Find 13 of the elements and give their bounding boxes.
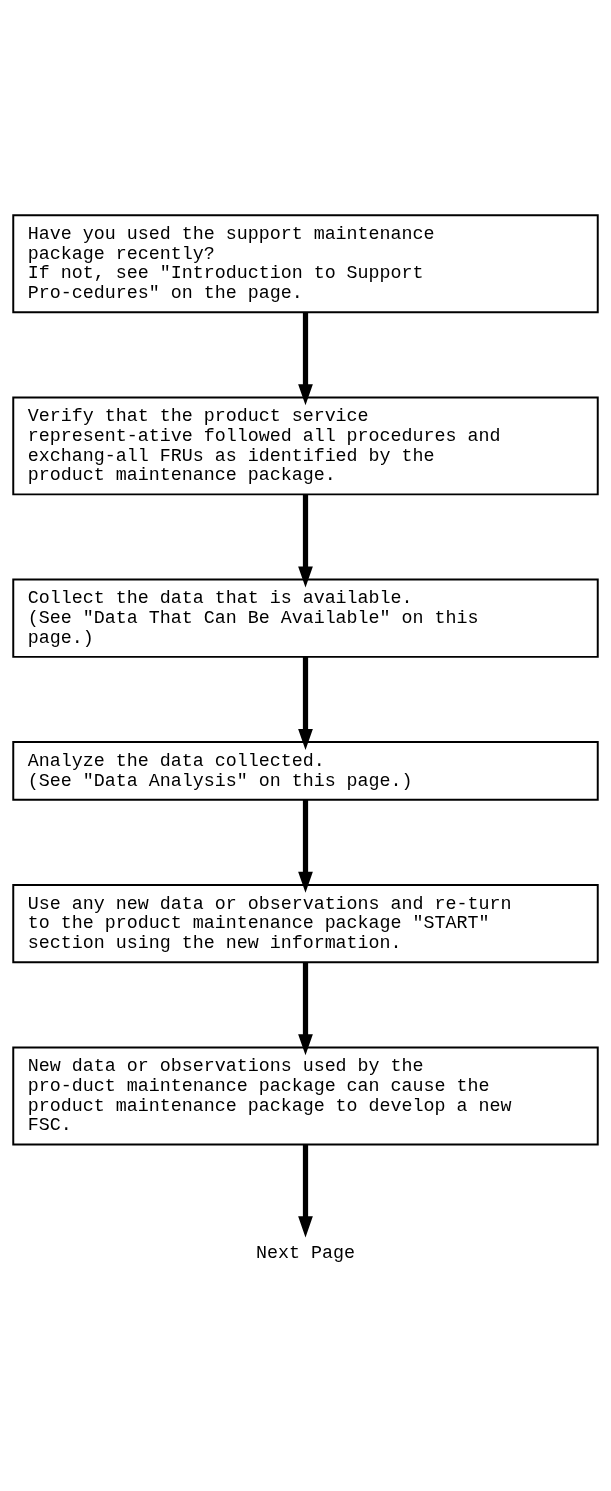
node-box: Collect the data that is available. (See "Data That Can Be Available" on this page.) xyxy=(12,578,599,658)
node-box: Analyze the data collected. (See "Data Analysis" on this page.) xyxy=(12,740,599,801)
node-text: Next Page xyxy=(256,1242,355,1264)
node-box: Have you used the support maintenance package recently? If not, see "Introduction to Support Pro-cedures" on the page. xyxy=(12,213,599,313)
arrow xyxy=(298,962,313,1055)
arrow xyxy=(298,493,313,587)
node-box: New data or observations used by the pro-duct maintenance package can cause the product maintenance package to develop a new FSC. xyxy=(12,1045,599,1145)
arrow xyxy=(298,1143,313,1237)
arrow xyxy=(298,656,313,750)
node-box: Verify that the product service represent-ative followed all procedures and exchang-all FRUs as identified by the product maintenance package. xyxy=(12,395,599,495)
arrow xyxy=(298,312,313,405)
node-box: Use any new data or observations and re-turn to the product maintenance package "START" section using the new information. xyxy=(12,883,599,963)
arrow xyxy=(298,799,313,893)
